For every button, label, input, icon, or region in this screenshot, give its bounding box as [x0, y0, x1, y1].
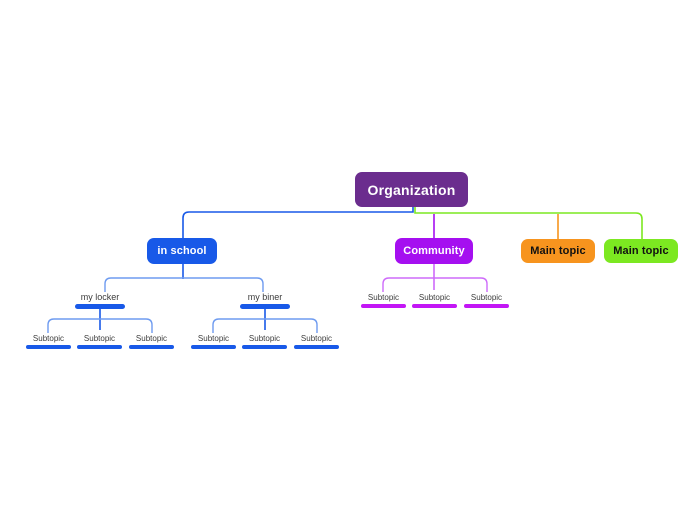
branch-node-in-school[interactable]: in school [147, 238, 217, 264]
subtopic-label: Subtopic [300, 334, 333, 343]
subtopic-underline-bar [191, 345, 236, 349]
subtopic-label: Subtopic [32, 334, 65, 343]
subbranch-underline-bar [75, 304, 125, 309]
branch-node-community[interactable]: Community [395, 238, 473, 264]
branch-node-label: Main topic [530, 245, 586, 257]
root-node-organization[interactable]: Organization [355, 172, 468, 207]
subtopic-node[interactable]: Subtopic [129, 333, 174, 349]
subtopic-node[interactable]: Subtopic [26, 333, 71, 349]
subtopic-label: Subtopic [197, 334, 230, 343]
subbranch-node-label: my locker [80, 292, 120, 302]
subtopic-underline-bar [129, 345, 174, 349]
branch-node-main-topic-green[interactable]: Main topic [604, 239, 678, 263]
subtopic-underline-bar [294, 345, 339, 349]
branch-node-label: in school [157, 245, 207, 257]
subtopic-underline-bar [242, 345, 287, 349]
wire-root-to-main-topic-green [414, 207, 643, 239]
subtopic-underline-bar [464, 304, 509, 308]
subtopic-label: Subtopic [367, 293, 400, 302]
subtopic-node[interactable]: Subtopic [361, 292, 406, 308]
subbranch-node-my-locker[interactable]: my locker [75, 292, 125, 309]
branch-node-main-topic-orange[interactable]: Main topic [521, 239, 595, 263]
subtopic-underline-bar [26, 345, 71, 349]
root-node-label: Organization [367, 181, 456, 198]
subtopic-underline-bar [77, 345, 122, 349]
branch-node-label: Community [403, 245, 465, 257]
subtopic-node[interactable]: Subtopic [191, 333, 236, 349]
subtopic-node[interactable]: Subtopic [294, 333, 339, 349]
subbranch-node-label: my biner [247, 292, 283, 302]
subbranch-underline-bar [240, 304, 290, 309]
subtopic-node[interactable]: Subtopic [464, 292, 509, 308]
wire-my-biner-bracket [212, 318, 318, 333]
branch-node-label: Main topic [613, 245, 669, 257]
subtopic-label: Subtopic [248, 334, 281, 343]
subbranch-node-my-biner[interactable]: my biner [240, 292, 290, 309]
subtopic-label: Subtopic [470, 293, 503, 302]
subtopic-label: Subtopic [83, 334, 116, 343]
subtopic-label: Subtopic [135, 334, 168, 343]
wire-root-to-in-school [182, 207, 414, 238]
wire-my-locker-bracket [47, 318, 153, 333]
wire-in-school-bracket [104, 277, 264, 292]
subtopic-node[interactable]: Subtopic [77, 333, 122, 349]
subtopic-label: Subtopic [418, 293, 451, 302]
subtopic-node[interactable]: Subtopic [412, 292, 457, 308]
subtopic-node[interactable]: Subtopic [242, 333, 287, 349]
wire-community-bracket [382, 277, 488, 292]
subtopic-underline-bar [412, 304, 457, 308]
subtopic-underline-bar [361, 304, 406, 308]
